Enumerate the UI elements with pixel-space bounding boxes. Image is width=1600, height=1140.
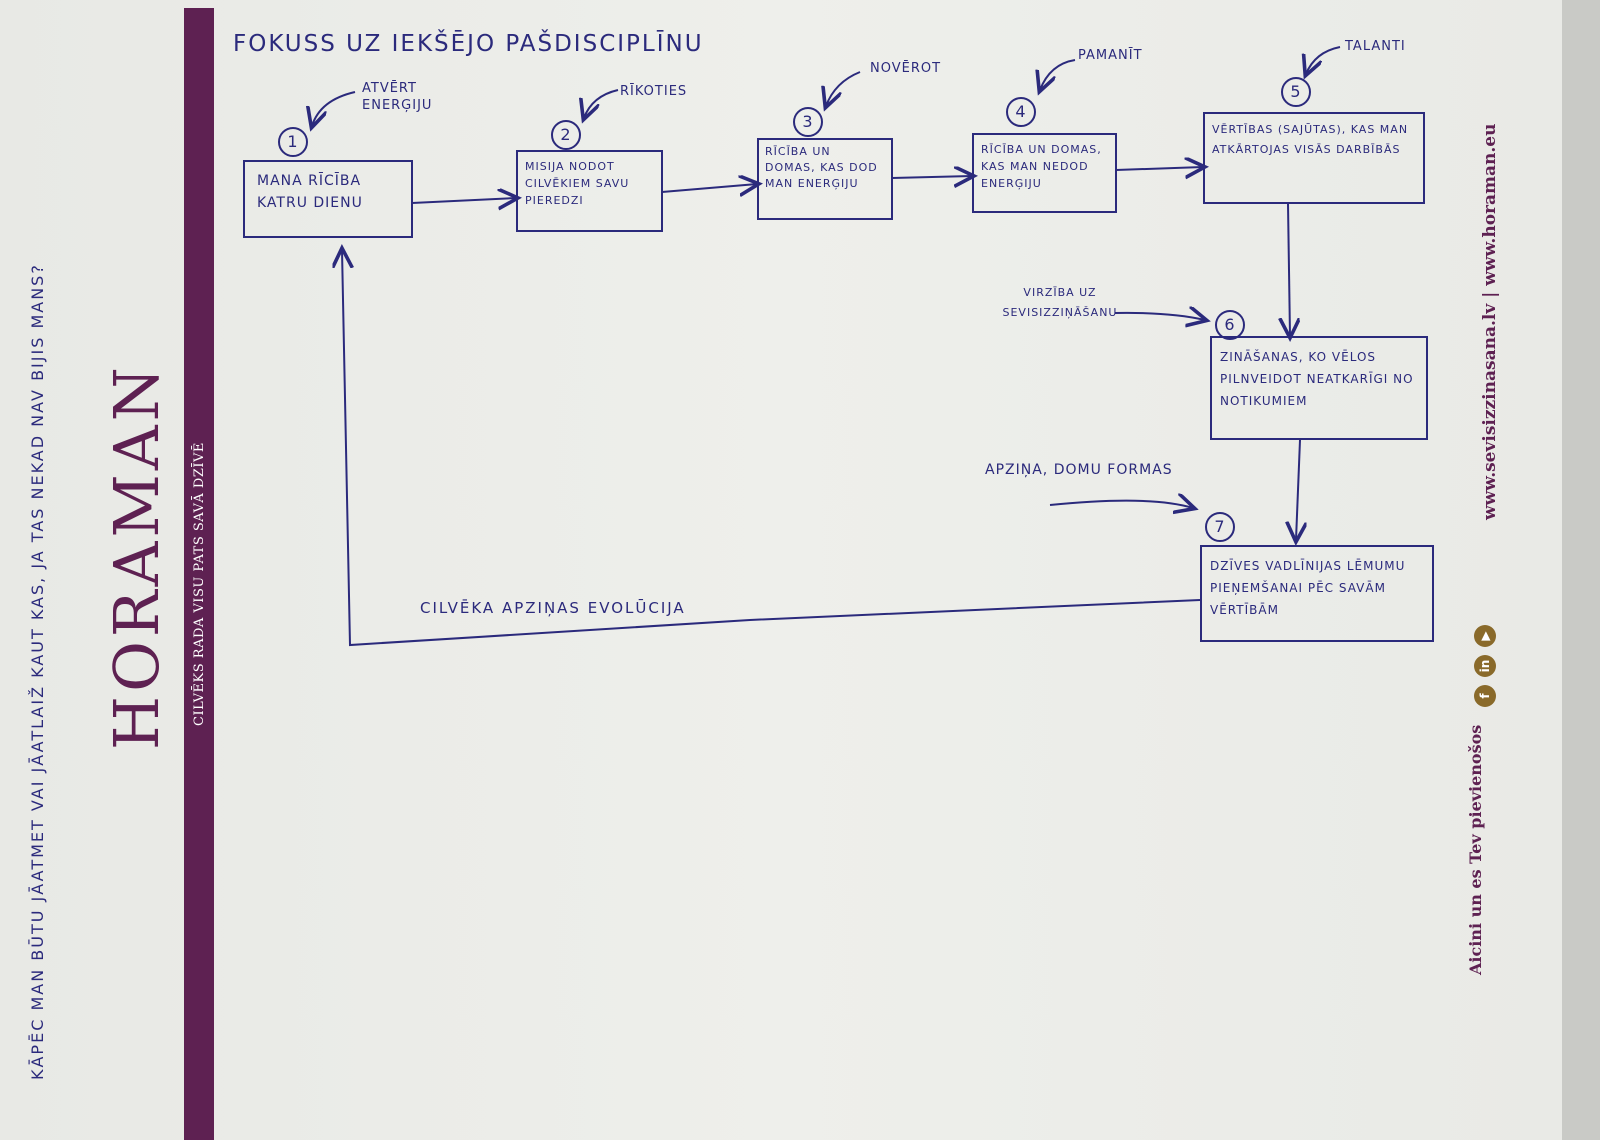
step-number-5: 5 (1281, 77, 1311, 107)
arrow-apzina (1049, 501, 1193, 508)
arrow-ann-3 (826, 71, 861, 106)
paper-sheet (0, 0, 1562, 1140)
step-annotation-4: PAMANĪT (1078, 48, 1143, 63)
step-box-4: RĪCĪBA UN DOMAS, KAS MAN NEDOD ENERĢIJU (972, 133, 1117, 213)
arrow-6-7 (1296, 439, 1300, 540)
brand-band (184, 8, 214, 1140)
step-annotation-7: APZIŅA, DOMU FORMAS (985, 462, 1173, 478)
arrow-ann-4 (1040, 59, 1076, 90)
arrow-5-6 (1288, 203, 1290, 336)
arrow-feedback (342, 250, 1201, 647)
step-annotation-3: NOVĒROT (870, 61, 942, 76)
step-box-3: RĪCĪBA UN DOMAS, KAS DOD MAN ENERĢIJU (757, 138, 893, 220)
arrow-1-2 (411, 198, 516, 203)
step-number-6: 6 (1215, 310, 1245, 340)
arrow-3-4 (891, 176, 972, 178)
diagram-title: FOKUSS UZ IEKŠĒJO PAŠDISCIPLĪNU (233, 31, 704, 57)
step-box-7: DZĪVES VADLĪNIJAS LĒMUMU PIEŅEMŠANAI PĒC… (1200, 545, 1434, 642)
step-annotation-2: RĪKOTIES (620, 84, 688, 99)
step-annotation-5: TALANTI (1345, 39, 1406, 54)
step-box-5: VĒRTĪBAS (SAJŪTAS), KAS MAN ATKĀRTOJAS V… (1203, 112, 1425, 204)
background-edge (1562, 0, 1600, 1140)
arrow-virziba (1114, 313, 1205, 320)
feedback-label: CILVĒKA APZIŅAS EVOLŪCIJA (420, 599, 686, 617)
arrow-ann-1 (312, 91, 356, 126)
step-number-1: 1 (278, 127, 308, 157)
step-number-3: 3 (793, 107, 823, 137)
step-annotation-1: ATVĒRT ENERĢIJU (362, 81, 433, 113)
arrow-ann-2 (584, 89, 619, 118)
arrow-4-5 (1115, 167, 1203, 170)
arrow-2-3 (661, 184, 757, 192)
step-number-7: 7 (1205, 512, 1235, 542)
step-number-4: 4 (1006, 97, 1036, 127)
step-box-1: MANA RĪCĪBA KATRU DIENU (243, 160, 413, 238)
step-box-2: MISIJA NODOT CILVĒKIEM SAVU PIEREDZI (516, 150, 663, 232)
step-box-6: ZINĀŠANAS, KO VĒLOS PILNVEIDOT NEATKARĪG… (1210, 336, 1428, 440)
step-annotation-6: VIRZĪBA UZ SEVISIZZIŅĀŠANU (1002, 286, 1118, 319)
step-number-2: 2 (551, 120, 581, 150)
arrow-ann-5 (1306, 46, 1341, 74)
